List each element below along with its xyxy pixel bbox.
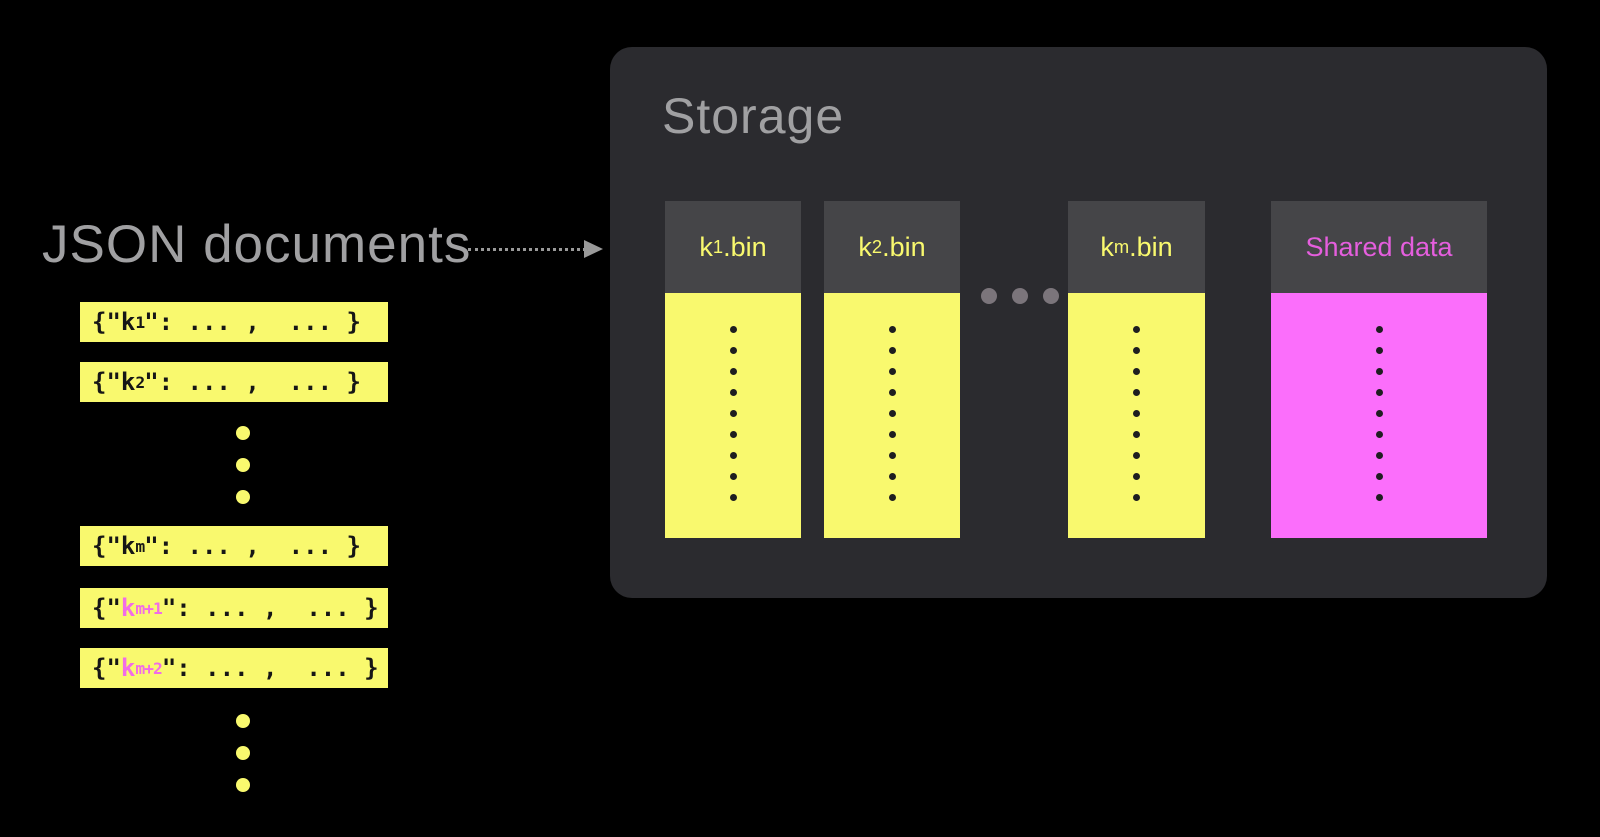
bin-body-shared-data [1271,293,1487,538]
ellipsis-dot [236,426,250,440]
ellipsis-dot [888,368,896,375]
vertical-ellipsis-bottom [236,714,250,792]
json-documents-title: JSON documents [42,215,472,274]
ellipsis-dot [236,778,250,792]
ellipsis-dot [236,458,250,472]
ellipsis-dot [236,490,250,504]
ellipsis-dot [1375,389,1383,396]
ellipsis-dot [729,347,737,354]
ellipsis-dot [1375,452,1383,459]
row-open-brace: {" [92,368,121,396]
bin-label-ext: .bin [1129,231,1173,262]
row-key-highlighted: k [120,654,136,682]
ellipsis-dot [1133,410,1140,417]
bin-label-ext: .bin [723,231,767,262]
row-rest: ": ... , ... } [161,654,379,682]
ellipsis-dot [888,431,896,438]
ellipsis-dot [1133,452,1140,459]
vertical-ellipsis-top [236,426,250,504]
bin-header-shared-data: Shared data [1271,201,1487,293]
bin-label-ext: .bin [882,231,926,262]
ellipsis-dot [888,494,896,501]
row-key-subscript: 2 [135,372,145,392]
bin-label-base: k [1100,231,1114,262]
row-open-brace: {" [92,308,121,336]
row-rest: ": ... , ... } [144,368,361,396]
dotted-arrow-line [468,248,586,251]
bin-body-k2 [824,293,960,538]
row-key-subscript: m+2 [135,658,162,678]
ellipsis-dot [236,746,250,760]
ellipsis-dot [888,410,896,417]
ellipsis-dot [981,288,997,304]
ellipsis-dot [1133,431,1140,438]
ellipsis-dot [888,326,896,333]
row-key: k [120,532,136,560]
row-key: k [120,308,136,336]
ellipsis-dot [729,473,737,480]
row-open-brace: {" [92,654,121,682]
bin-label-subscript: m [1113,236,1130,257]
ellipsis-dot [1133,368,1140,375]
ellipsis-dot [729,326,737,333]
ellipsis-dot [729,368,737,375]
bin-body-km [1068,293,1205,538]
bin-label-subscript: 1 [712,236,724,257]
ellipsis-dot [1133,326,1140,333]
ellipsis-dot [729,431,737,438]
ellipsis-dot [236,714,250,728]
ellipsis-dot [729,452,737,459]
ellipsis-dot [1375,473,1383,480]
ellipsis-dot [888,452,896,459]
bin-column-shared-data: Shared data [1271,201,1487,538]
ellipsis-dot [1375,326,1383,333]
row-key-subscript: m [135,536,145,556]
row-rest: ": ... , ... } [144,308,361,336]
row-open-brace: {" [92,532,121,560]
ellipsis-dot [1012,288,1028,304]
ellipsis-dot [888,473,896,480]
ellipsis-dot [1043,288,1059,304]
ellipsis-dot [729,389,737,396]
horizontal-ellipsis-bins [981,288,1059,304]
row-rest: ": ... , ... } [144,532,361,560]
ellipsis-dot [1375,347,1383,354]
ellipsis-dot [888,347,896,354]
ellipsis-dot [1375,431,1383,438]
bin-label-base: k [858,231,872,262]
ellipsis-dot [1375,494,1383,501]
ellipsis-dot [1133,494,1140,501]
ellipsis-dot [1375,368,1383,375]
row-open-brace: {" [92,594,121,622]
ellipsis-dot [888,389,896,396]
bin-label-base: k [699,231,713,262]
row-key-subscript: 1 [135,312,145,332]
row-key: k [120,368,136,396]
ellipsis-dot [1133,473,1140,480]
bin-body-k1 [665,293,801,538]
bin-label-subscript: 2 [871,236,883,257]
ellipsis-dot [729,494,737,501]
arrow-head-icon [584,240,603,258]
ellipsis-dot [1375,410,1383,417]
ellipsis-dot [729,410,737,417]
ellipsis-dot [1133,389,1140,396]
storage-title: Storage [662,88,845,144]
ellipsis-dot [1133,347,1140,354]
row-key-highlighted: k [120,594,136,622]
row-rest: ": ... , ... } [161,594,379,622]
row-key-subscript: m+1 [135,598,162,618]
